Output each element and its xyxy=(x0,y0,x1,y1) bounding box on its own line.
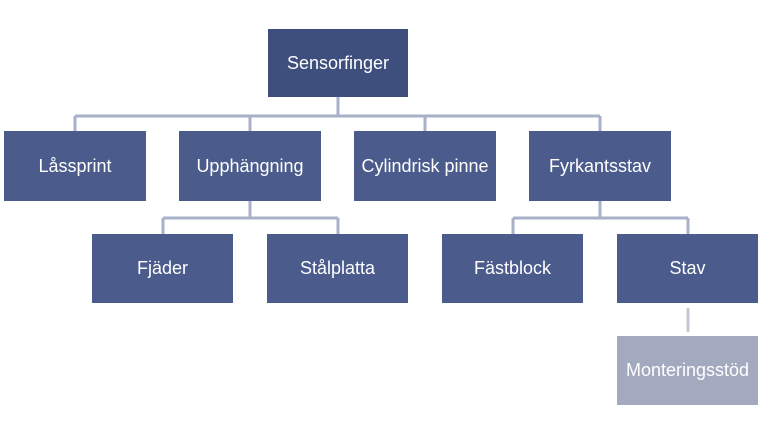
node-stalplatta: Stålplatta xyxy=(267,234,408,303)
node-upphangning: Upphängning xyxy=(179,131,321,201)
node-sensorfinger: Sensorfinger xyxy=(268,29,408,97)
node-stav: Stav xyxy=(617,234,758,303)
node-fjader: Fjäder xyxy=(92,234,233,303)
node-lassprint: Låssprint xyxy=(4,131,146,201)
node-cylindrisk-pinne: Cylindrisk pinne xyxy=(354,131,496,201)
node-fastblock: Fästblock xyxy=(442,234,583,303)
node-monteringsstod: Monteringsstöd xyxy=(617,336,758,405)
node-fyrkantsstav: Fyrkantsstav xyxy=(529,131,671,201)
